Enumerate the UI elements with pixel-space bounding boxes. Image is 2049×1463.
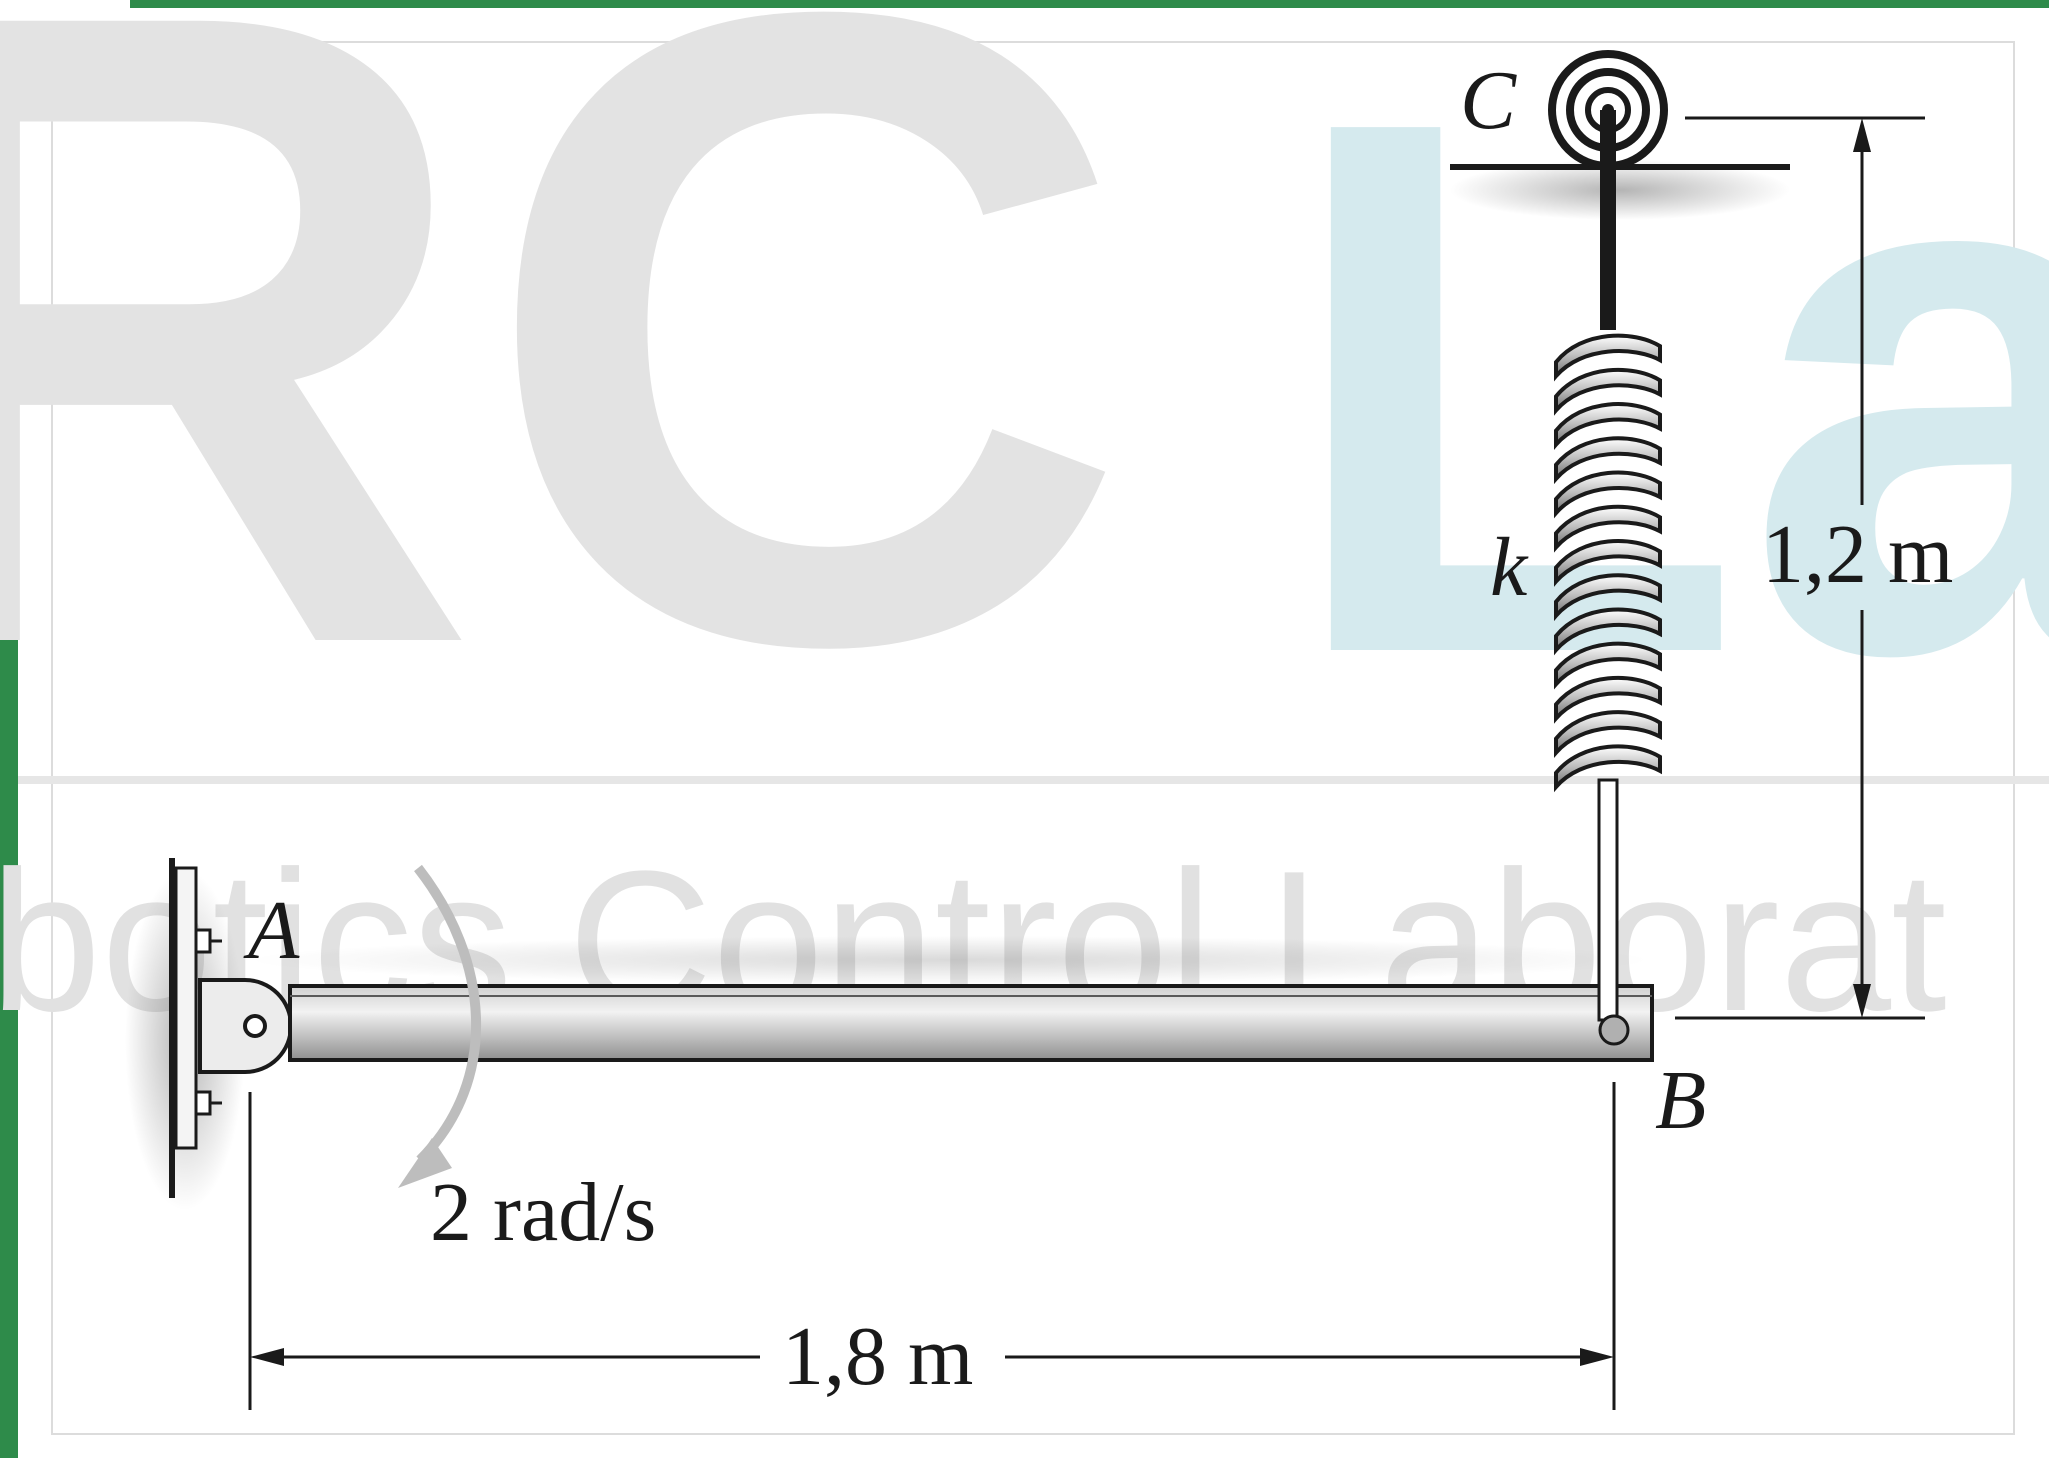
watermark: RC La botics Control Laborat [0, 0, 2049, 1053]
spring-k [1554, 333, 1662, 793]
spring-lower-link [1597, 778, 1630, 1046]
angular-velocity-arrow [398, 864, 482, 1188]
spring-coil [1554, 504, 1662, 553]
curved-arrow-head [398, 1138, 452, 1188]
spring-coil [1554, 675, 1662, 724]
spring-coil [1554, 710, 1662, 759]
spring-coil [1554, 538, 1662, 587]
bolt-top [194, 928, 222, 954]
rod-body [288, 984, 1654, 1062]
spring-coil [1554, 470, 1662, 519]
dim-h-arrow-left [250, 1348, 284, 1366]
label-dim-horizontal: 1,8 m [782, 1310, 973, 1403]
rod-shadow [250, 936, 1650, 984]
top-left-tab [0, 0, 130, 110]
ceiling-shadow [1450, 160, 1790, 220]
wall-support-a [125, 858, 293, 1210]
watermark-letters-rc: RC [0, 0, 1130, 831]
dim-v-arrow-bottom [1853, 984, 1871, 1018]
wall-plate [174, 866, 198, 1150]
dimension-vertical [1675, 116, 1925, 1020]
watermark-letters-la: La [1280, 0, 2049, 812]
label-point-a: A [243, 884, 300, 977]
pin-b [1598, 1014, 1630, 1046]
spring-coil [1554, 402, 1662, 450]
figure-frame [51, 41, 2015, 1435]
spring-coil [1554, 641, 1662, 690]
watermark-rule [18, 776, 2049, 784]
curved-arrow-shaft [414, 864, 482, 1164]
dim-v-arrow-top [1853, 118, 1871, 152]
label-angular-velocity: 2 rad/s [430, 1166, 656, 1259]
label-point-c: C [1460, 54, 1517, 147]
dim-h-arrow-right [1580, 1348, 1614, 1366]
spring-coil [1554, 333, 1662, 382]
link-rod [1597, 778, 1619, 1022]
spring-coil [1554, 573, 1662, 622]
spring-coil [1554, 744, 1662, 793]
left-green-border [0, 0, 18, 1458]
bolt-bottom [194, 1090, 222, 1116]
label-dim-vertical: 1,2 m [1762, 508, 1953, 601]
spring-coil [1554, 607, 1662, 656]
pin-a [243, 1014, 267, 1038]
rod-ab [250, 936, 1654, 1062]
label-point-b: B [1655, 1054, 1706, 1147]
top-green-border [130, 0, 2049, 8]
spring-coil [1554, 436, 1662, 485]
label-spring-k: k [1490, 521, 1529, 614]
support-c [1450, 50, 1790, 330]
dimension-horizontal [248, 1082, 1616, 1410]
spring-coil [1554, 367, 1662, 416]
